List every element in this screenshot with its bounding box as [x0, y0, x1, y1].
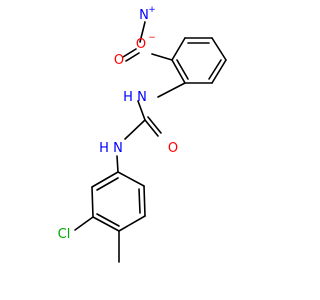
atom-nitrogen-plus: N +: [139, 5, 156, 23]
bond: [118, 215, 146, 232]
bond-layer: [74, 21, 227, 263]
bond: [74, 216, 94, 231]
atom-label-o-minus: O: [136, 37, 146, 52]
bond: [117, 171, 145, 187]
bond: [91, 186, 94, 218]
bond: [124, 119, 146, 140]
bond: [91, 171, 119, 188]
bond: [208, 59, 222, 80]
atom-label-o-double: O: [114, 53, 124, 68]
atom-label-h-top: H: [123, 90, 133, 105]
atom-label-n-top: N: [137, 90, 147, 105]
bond: [144, 119, 159, 137]
bond: [137, 100, 146, 121]
bond: [143, 185, 146, 217]
bond: [116, 155, 119, 173]
bond: [138, 188, 141, 214]
bond: [211, 59, 227, 84]
charge-minus: −: [148, 33, 156, 43]
bond: [96, 213, 120, 227]
bond: [147, 116, 162, 134]
bond: [176, 59, 189, 80]
bond: [125, 52, 140, 62]
atom-label-cl: Cl: [58, 227, 71, 242]
atom-nh-bottom: H N: [99, 141, 123, 156]
bond: [151, 53, 173, 61]
atom-nh-top: H N: [123, 90, 147, 105]
bond: [171, 37, 186, 61]
atom-label-o-carbonyl: O: [168, 141, 178, 156]
atom-label-h-bottom: H: [99, 141, 109, 156]
molecule-diagram: O − N + O H N O H N Cl: [58, 5, 227, 263]
atom-label-n-plus: N: [139, 8, 149, 23]
bond: [157, 82, 186, 98]
bond: [96, 177, 119, 191]
bond: [171, 59, 186, 84]
charge-plus: +: [148, 5, 156, 15]
bond: [211, 37, 227, 61]
bond: [122, 48, 137, 58]
atom-label-n-bottom: N: [113, 141, 123, 156]
atom-labels: O − N + O H N O H N Cl: [58, 5, 178, 242]
atom-oxygen-minus: O −: [136, 33, 156, 52]
bond: [139, 21, 146, 43]
bond: [92, 216, 120, 232]
